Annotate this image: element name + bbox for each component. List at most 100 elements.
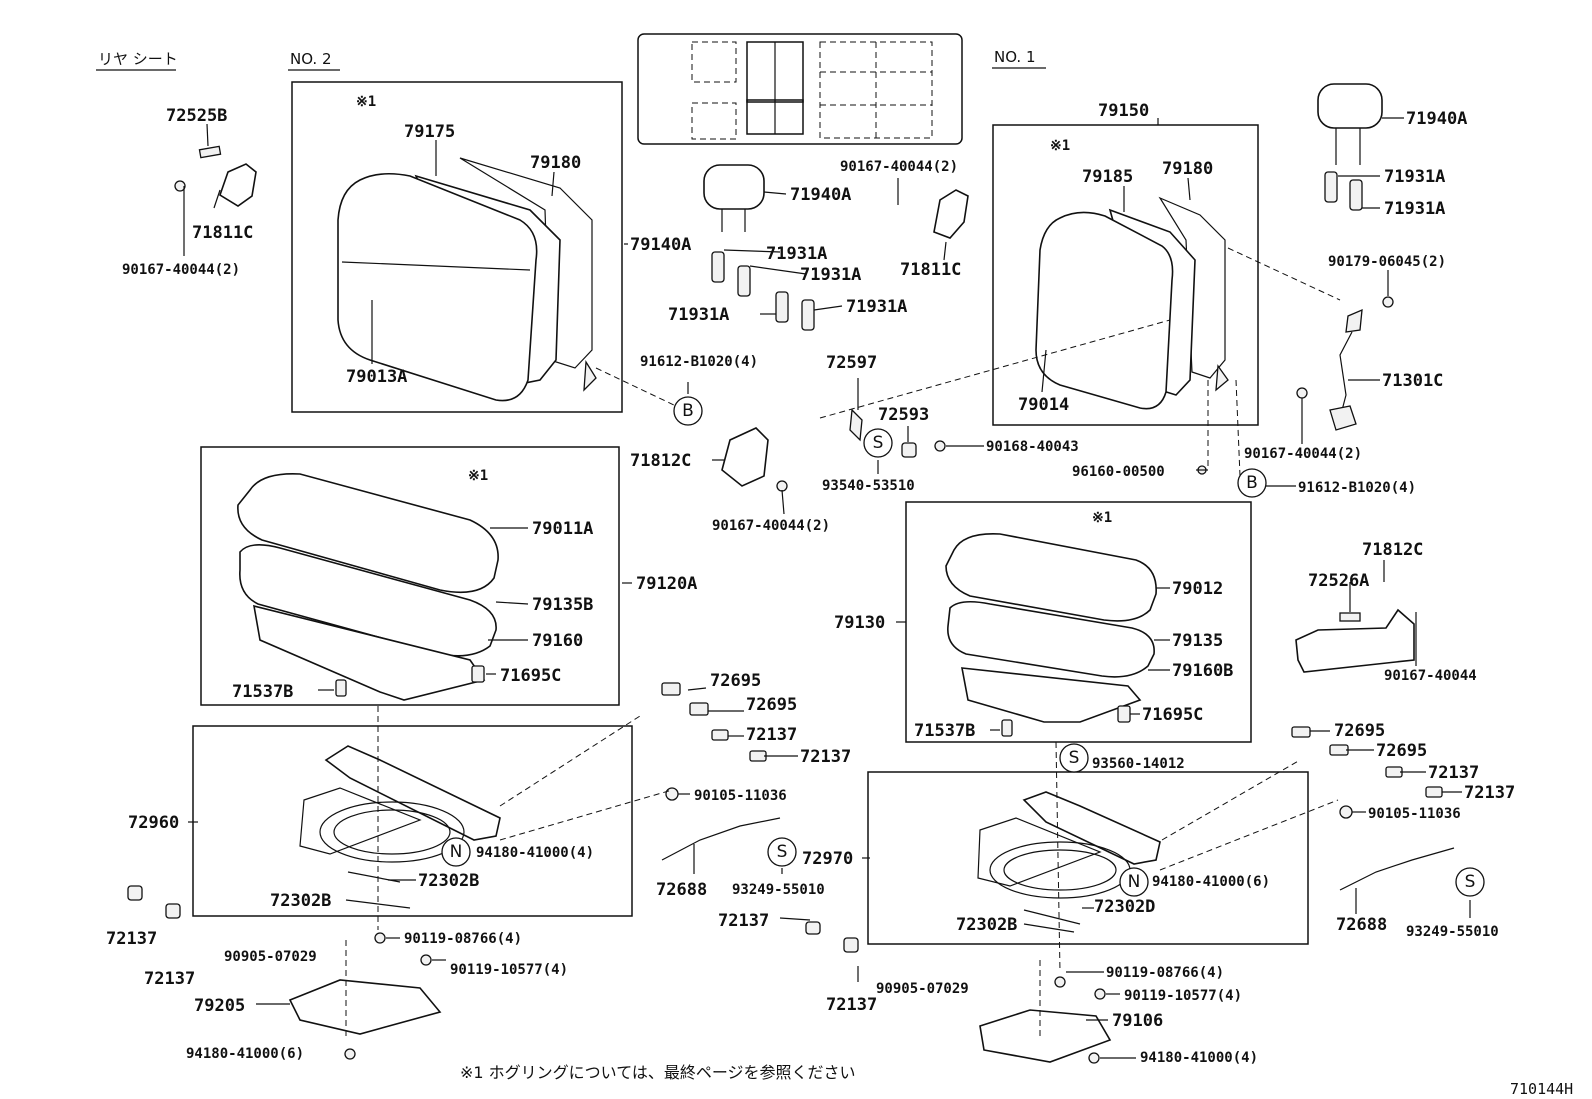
part-label-71695c-right: 71695C bbox=[1142, 705, 1203, 725]
svg-text:N: N bbox=[450, 842, 463, 862]
part-label-90105-11036-center: 90105-11036 bbox=[694, 788, 787, 804]
part-label-79135: 79135 bbox=[1172, 631, 1223, 651]
callout-s-cable-left: S bbox=[767, 837, 797, 867]
part-label-71695c-left: 71695C bbox=[500, 666, 561, 686]
part-label-90105-11036-right: 90105-11036 bbox=[1368, 806, 1461, 822]
hogring-mark-no2-cushion: ※1 bbox=[468, 468, 488, 484]
part-label-79205: 79205 bbox=[194, 996, 245, 1016]
no2-track-box bbox=[192, 725, 633, 917]
part-label-71931a-center-1: 71931A bbox=[766, 244, 827, 264]
no2-seat-cushion-part bbox=[237, 473, 499, 701]
part-label-94180-41000-4-right: 94180-41000(4) bbox=[1140, 1050, 1258, 1066]
part-label-79130: 79130 bbox=[834, 613, 885, 633]
part-label-79012: 79012 bbox=[1172, 579, 1223, 599]
part-label-71931a-center-3: 71931A bbox=[668, 305, 729, 325]
part-label-72302d: 72302D bbox=[1094, 897, 1155, 917]
part-label-72695-center-1: 72695 bbox=[710, 671, 761, 691]
part-label-72137-center-4: 72137 bbox=[826, 995, 877, 1015]
right-headrest-part bbox=[1317, 83, 1383, 211]
part-label-79160: 79160 bbox=[532, 631, 583, 651]
part-label-79135b: 79135B bbox=[532, 595, 593, 615]
part-label-90179-06045-2: 90179-06045(2) bbox=[1328, 254, 1446, 270]
part-label-94180-41000-6-left: 94180-41000(6) bbox=[186, 1046, 304, 1062]
part-label-79106: 79106 bbox=[1112, 1011, 1163, 1031]
part-label-90119-10577-4-left: 90119-10577(4) bbox=[450, 962, 568, 978]
svg-text:S: S bbox=[1069, 748, 1080, 768]
svg-text:S: S bbox=[1465, 872, 1476, 892]
callout-n-left: N bbox=[441, 837, 471, 867]
part-label-71811c-center: 71811C bbox=[900, 260, 961, 280]
part-label-79180-left: 79180 bbox=[530, 153, 581, 173]
svg-text:S: S bbox=[777, 842, 788, 862]
part-label-71931a-center-2: 71931A bbox=[800, 265, 861, 285]
part-label-71931a-right-1: 71931A bbox=[1384, 167, 1445, 187]
part-label-93540-53510: 93540-53510 bbox=[822, 478, 915, 494]
part-label-90167-40044-2-center-b: 90167-40044(2) bbox=[712, 518, 830, 534]
part-label-71811c-left: 71811C bbox=[192, 223, 253, 243]
part-label-71931a-right-2: 71931A bbox=[1384, 199, 1445, 219]
footnote-hogring: ※1 ホグリングについては、最終ページを参照ください bbox=[460, 1063, 856, 1082]
part-label-72137-center-2: 72137 bbox=[800, 747, 851, 767]
strap-and-clip-part bbox=[849, 408, 946, 458]
callout-s-cable-right: S bbox=[1455, 867, 1485, 897]
part-label-71940a-center: 71940A bbox=[790, 185, 851, 205]
svg-text:S: S bbox=[873, 433, 884, 453]
part-label-90119-08766-4-right: 90119-08766(4) bbox=[1106, 965, 1224, 981]
part-label-71537b-right: 71537B bbox=[914, 721, 975, 741]
figure-code: 710144H bbox=[1510, 1080, 1573, 1098]
part-label-72970: 72970 bbox=[802, 849, 853, 869]
part-label-71537b-left: 71537B bbox=[232, 682, 293, 702]
no2-base-cover-part bbox=[288, 979, 442, 1035]
no2-seat-track-part bbox=[299, 745, 501, 883]
part-label-90167-40044-2-right: 90167-40044(2) bbox=[1244, 446, 1362, 462]
part-label-79175: 79175 bbox=[404, 122, 455, 142]
part-label-91612-b1020-4-right: 91612-B1020(4) bbox=[1298, 480, 1416, 496]
part-label-71301c: 71301C bbox=[1382, 371, 1443, 391]
part-label-79140a: 79140A bbox=[630, 235, 691, 255]
right-side-cover-part bbox=[1295, 608, 1415, 673]
part-label-90167-40044-2-center: 90167-40044(2) bbox=[840, 159, 958, 175]
part-label-72137-left-2: 72137 bbox=[144, 969, 195, 989]
part-label-79150: 79150 bbox=[1098, 101, 1149, 121]
part-label-72137-center-3: 72137 bbox=[718, 911, 769, 931]
part-label-79013a: 79013A bbox=[346, 367, 407, 387]
part-label-79180-right: 79180 bbox=[1162, 159, 1213, 179]
callout-s-cushion: S bbox=[1059, 743, 1089, 773]
hogring-mark-no1-cushion: ※1 bbox=[1092, 510, 1112, 526]
part-label-96160-00500: 96160-00500 bbox=[1072, 464, 1165, 480]
part-label-90119-10577-4-right: 90119-10577(4) bbox=[1124, 988, 1242, 1004]
svg-text:B: B bbox=[682, 401, 694, 421]
callout-s-clip: S bbox=[863, 428, 893, 458]
part-label-90905-07029-left: 90905-07029 bbox=[224, 949, 317, 965]
part-label-72302b-right: 72302B bbox=[956, 915, 1017, 935]
svg-text:B: B bbox=[1246, 473, 1258, 493]
part-label-91612-b1020-4-left: 91612-B1020(4) bbox=[640, 354, 758, 370]
no1-track-box bbox=[867, 771, 1309, 945]
part-label-79120a: 79120A bbox=[636, 574, 697, 594]
part-label-72695-right-2: 72695 bbox=[1376, 741, 1427, 761]
part-label-93249-55010-right: 93249-55010 bbox=[1406, 924, 1499, 940]
part-label-79014: 79014 bbox=[1018, 395, 1069, 415]
part-label-72593: 72593 bbox=[878, 405, 929, 425]
part-label-72525b: 72525B bbox=[166, 106, 227, 126]
part-label-71812c-right: 71812C bbox=[1362, 540, 1423, 560]
no1-release-cable-part bbox=[1339, 847, 1455, 891]
part-label-71931a-center-4: 71931A bbox=[846, 297, 907, 317]
part-label-72526a: 72526A bbox=[1308, 571, 1369, 591]
no1-seat-track-part bbox=[977, 791, 1161, 925]
no2-release-cable-part bbox=[661, 817, 781, 861]
header-no2: NO. 2 bbox=[290, 50, 332, 68]
part-label-93249-55010-center: 93249-55010 bbox=[732, 882, 825, 898]
no1-seatback-box bbox=[992, 124, 1259, 426]
part-label-72137-center-1: 72137 bbox=[746, 725, 797, 745]
part-label-72688-right: 72688 bbox=[1336, 915, 1387, 935]
part-label-72960: 72960 bbox=[128, 813, 179, 833]
hogring-mark-no1-back: ※1 bbox=[1050, 138, 1070, 154]
no1-seat-cushion-part bbox=[945, 533, 1157, 737]
part-label-72137-right-2: 72137 bbox=[1464, 783, 1515, 803]
no2-seatback-part bbox=[337, 157, 597, 402]
part-label-72688-center: 72688 bbox=[656, 880, 707, 900]
callout-b-left: B bbox=[673, 396, 703, 426]
part-label-72695-right-1: 72695 bbox=[1334, 721, 1385, 741]
